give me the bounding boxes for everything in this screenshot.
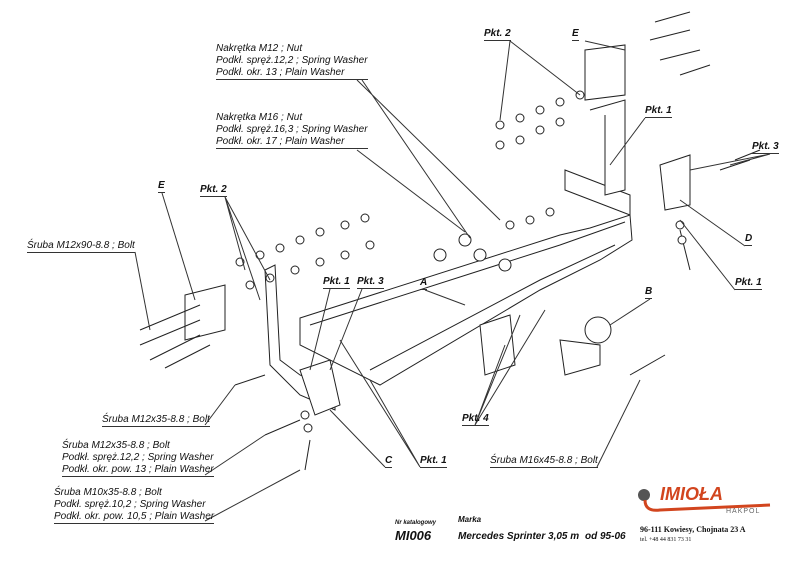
label-pkt2-left: Pkt. 2 [200,184,227,197]
label-line: Podkł. spręż.16,3 ; Spring Washer [216,124,368,135]
label-part-c: C [385,455,393,468]
label-bolt-m16x45: Śruba M16x45-8.8 ; Bolt [490,455,598,468]
years-value: od 95-06 [585,531,626,542]
label-part-b: B [645,286,653,299]
logo-subtext: HAKPOL [726,508,761,515]
label-pkt3-left: Pkt. 3 [357,276,384,289]
label-line: Śruba M12x35-8.8 ; Bolt [62,440,170,451]
label-line: Podkł. okr. pow. 13 ; Plain Washer [62,464,214,475]
label-part-d: D [745,233,753,246]
label-bolt-m10x35: Śruba M10x35-8.8 ; Bolt Podkł. spręż.10,… [54,487,215,524]
label-line: Podkł. spręż.12,2 ; Spring Washer [62,452,214,463]
label-line: Nakrętka M12 ; Nut [216,43,303,54]
company-address: 96-111 Kowiesy, Chojnata 23 A [640,525,746,534]
label-line: Nakrętka M16 ; Nut [216,112,303,123]
label-line: Podkł. okr. 17 ; Plain Washer [216,136,345,147]
leader-lines [134,40,771,522]
label-line: Podkł. okr. pow. 10,5 ; Plain Washer [54,511,215,522]
logo-text: IMIOŁA [660,484,723,504]
label-bolt-m12x90: Śruba M12x90-8.8 ; Bolt [27,240,135,253]
company-phone: tel. +48 44 831 73 31 [640,537,692,543]
label-part-e-left: E [158,180,165,193]
imiola-logo [638,489,771,512]
bracket-d [659,154,691,211]
plate-e-top [584,44,626,101]
catalog-number: MI006 [395,528,432,543]
label-line: Podkł. spręż.10,2 ; Spring Washer [54,499,206,510]
catalog-label: Nr katalogowy [395,520,437,526]
tow-ball-b [584,316,612,344]
label-part-e-top: E [572,28,579,41]
washers-nuts [235,90,687,433]
label-line: Śruba M10x35-8.8 ; Bolt [54,487,162,498]
label-line: Podkł. okr. 13 ; Plain Washer [216,67,345,78]
plate-e-left [184,284,226,341]
make-value: Mercedes Sprinter 3,05 m [458,531,580,542]
make-label: Marka [458,515,482,524]
label-line: Podkł. spręż.12,2 ; Spring Washer [216,55,368,66]
bolts [139,11,761,471]
label-nut-m16: Nakrętka M16 ; Nut Podkł. spręż.16,3 ; S… [216,112,368,149]
label-pkt2-top: Pkt. 2 [484,28,511,41]
label-bolt-m12x35: Śruba M12x35-8.8 ; Bolt Podkł. spręż.12,… [62,440,214,477]
label-pkt1-left: Pkt. 1 [323,276,350,289]
label-part-a: A [420,277,428,290]
label-pkt3-right: Pkt. 3 [752,141,779,154]
label-nut-m12: Nakrętka M12 ; Nut Podkł. spręż.12,2 ; S… [216,43,368,80]
crossbar-a [299,214,633,386]
label-pkt1-bottom: Pkt. 1 [420,455,447,468]
label-bolt-m12x35-single: Śruba M12x35-8.8 ; Bolt [102,414,210,427]
label-pkt1-top: Pkt. 1 [645,105,672,118]
bracket-c [299,359,341,416]
label-pkt1-right: Pkt. 1 [735,277,762,290]
socket-plate [479,314,516,376]
label-pkt4: Pkt. 4 [462,413,489,426]
